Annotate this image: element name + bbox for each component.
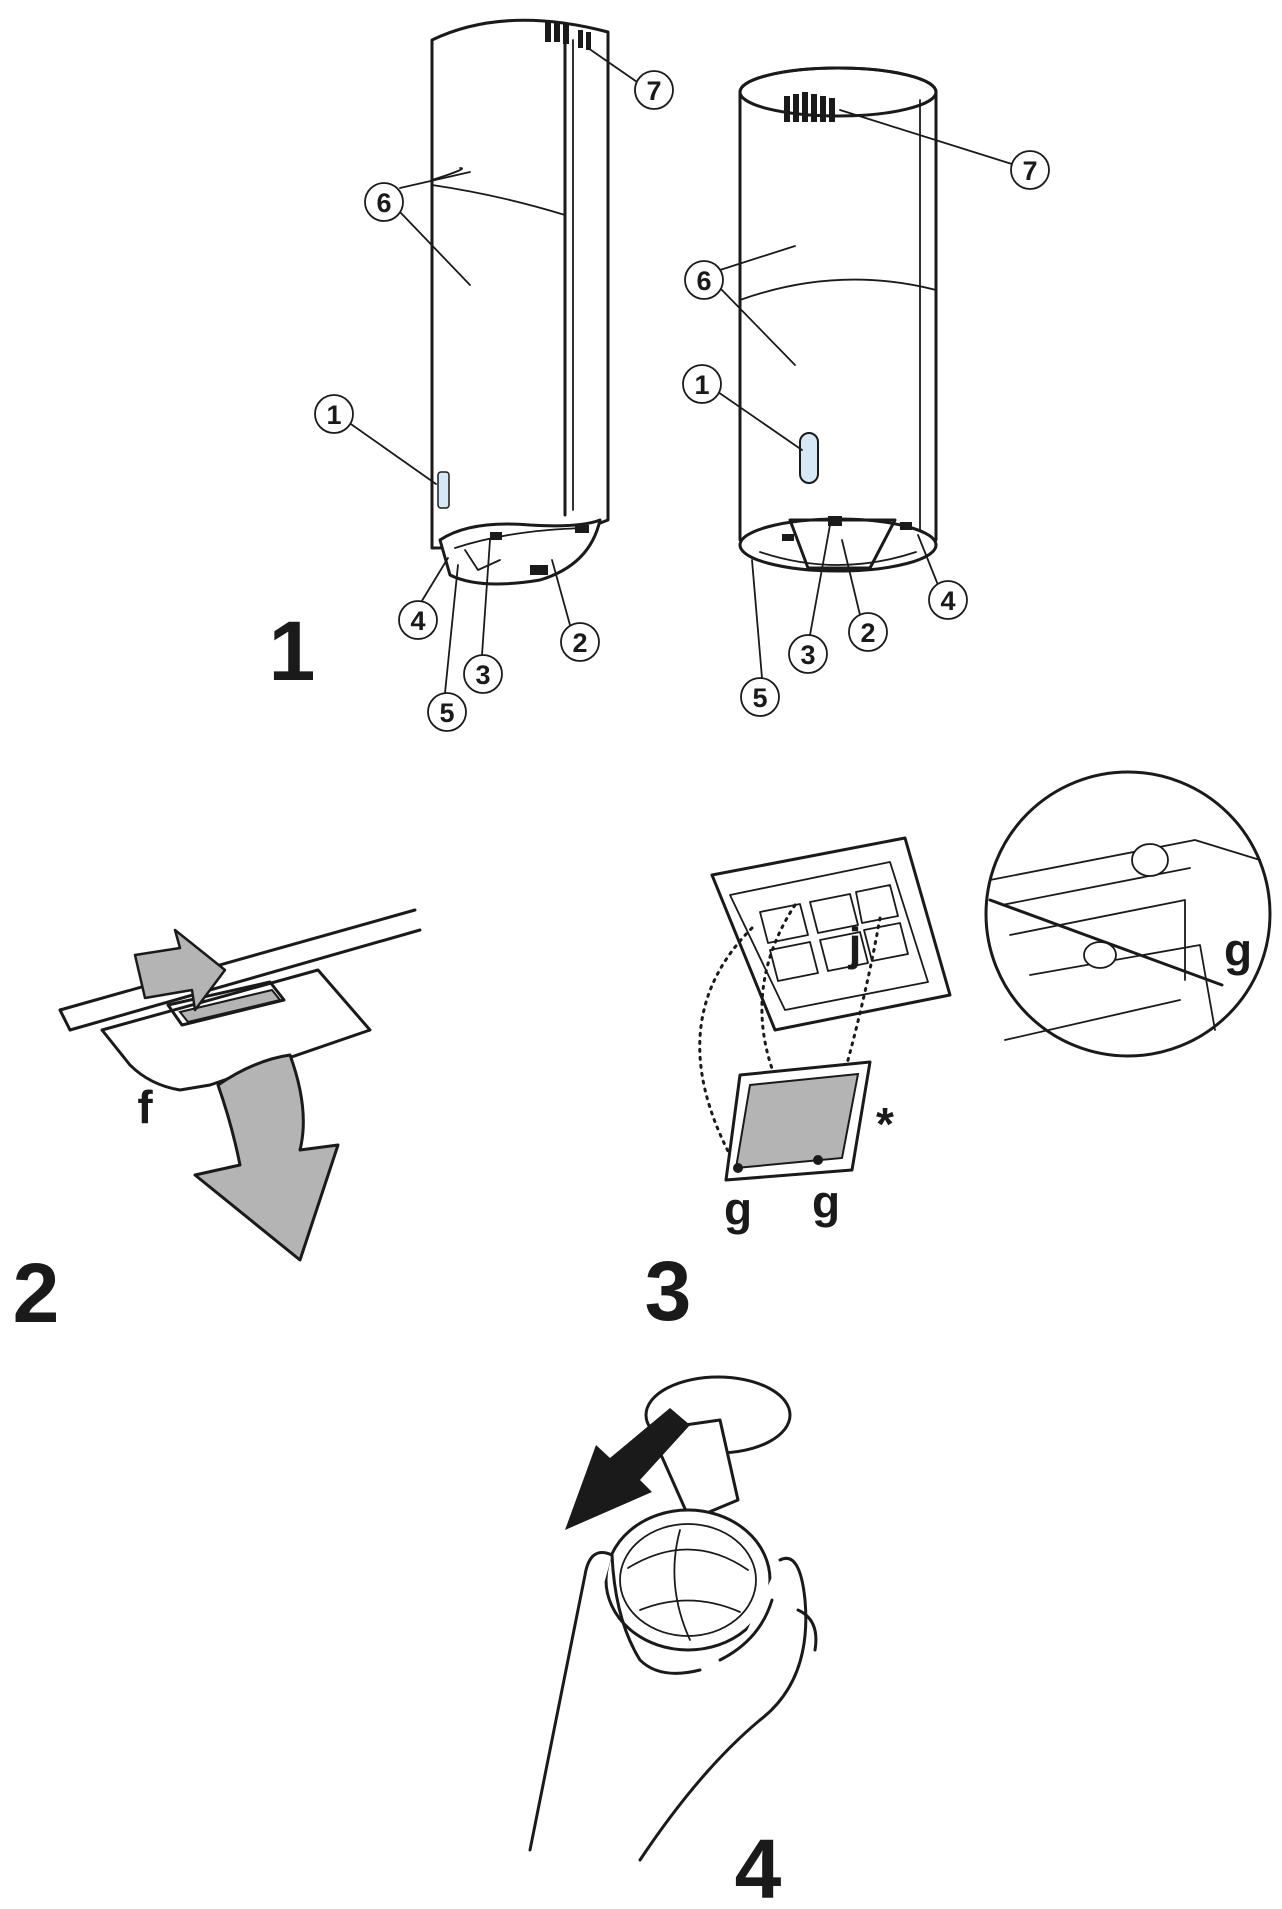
step-number-3: 3 <box>645 1244 692 1338</box>
label-f: f <box>137 1081 153 1133</box>
right-callout-2: 2 <box>860 618 875 648</box>
left-callout-5: 5 <box>439 698 454 728</box>
right-callout-4: 4 <box>940 586 955 616</box>
right-callout-6: 6 <box>696 266 711 296</box>
step-number-4: 4 <box>735 1822 782 1909</box>
left-callout-1: 1 <box>326 400 341 430</box>
left-callout-7: 7 <box>646 76 661 106</box>
figure-1-left-hood <box>430 18 610 586</box>
left-callout-2: 2 <box>572 628 587 658</box>
label-g-left: g <box>724 1183 752 1235</box>
left-light-window <box>437 471 450 509</box>
label-g-right: g <box>812 1176 840 1228</box>
label-g-detail: g <box>1224 924 1252 976</box>
left-callout-6: 6 <box>376 188 391 218</box>
filter-grid <box>759 884 909 982</box>
left-callouts: 7 6 1 4 5 3 2 <box>314 47 674 732</box>
step-number-2: 2 <box>13 1246 60 1340</box>
right-vent-grille <box>784 92 835 122</box>
asterisk-mark: * <box>876 1098 894 1150</box>
step-number-1: 1 <box>269 604 316 698</box>
press-arrow-icon <box>133 928 227 1012</box>
figure-4-lamp-replacement <box>528 1375 818 1862</box>
right-callout-7: 7 <box>1022 156 1037 186</box>
left-callout-4: 4 <box>410 606 425 636</box>
right-callouts: 7 6 1 5 3 2 4 <box>682 109 1050 717</box>
right-callout-3: 3 <box>800 640 815 670</box>
left-vent-grille <box>545 22 591 50</box>
figure-2-filter-release: f <box>58 908 422 1262</box>
label-j: j <box>848 918 862 970</box>
pull-down-arrow-icon <box>193 1053 340 1262</box>
figure-1-right-hood <box>738 66 938 573</box>
rotate-arrow-icon <box>565 1408 690 1530</box>
right-callout-1: 1 <box>694 370 709 400</box>
left-callout-3: 3 <box>475 660 490 690</box>
figure-3-filter-removal: j * g g g <box>698 770 1272 1235</box>
detail-magnifier <box>984 770 1272 1058</box>
right-light-window <box>799 432 819 484</box>
right-callout-5: 5 <box>752 683 767 713</box>
